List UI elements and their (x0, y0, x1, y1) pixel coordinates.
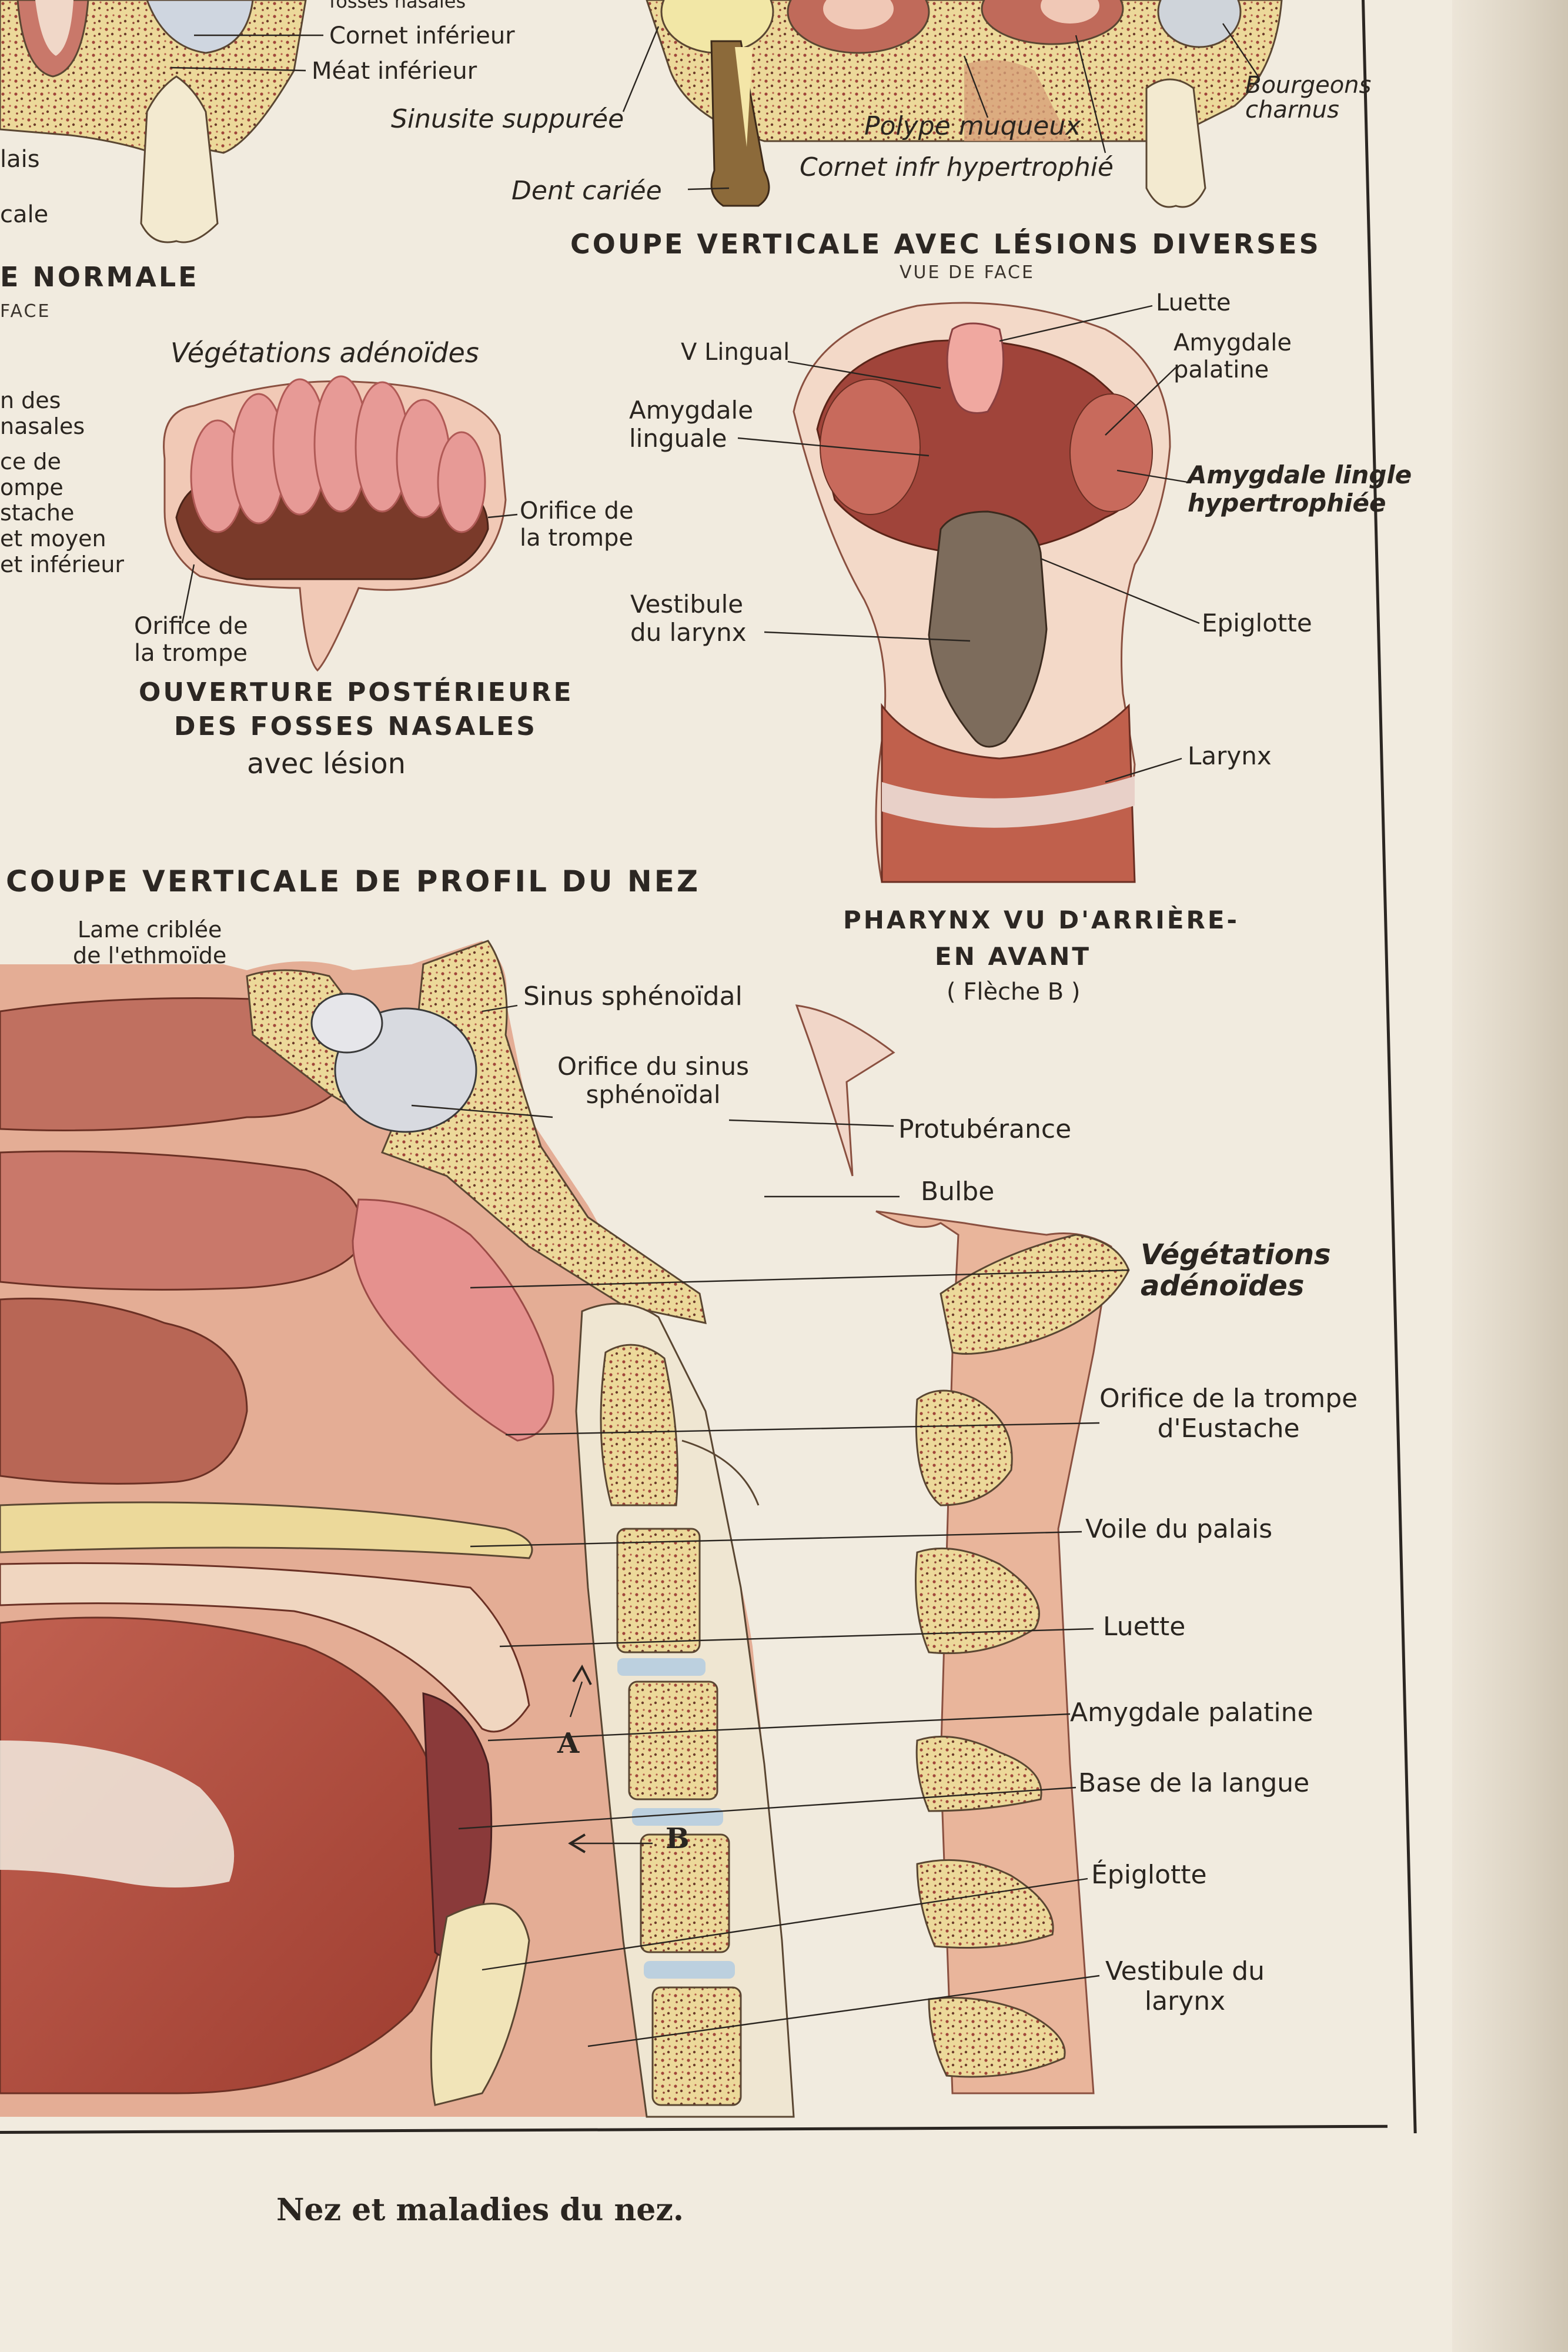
section-title-normal: E NORMALE (0, 261, 199, 293)
label-vegetations-adenoides-profile: Végétations adénoïdes (1141, 1238, 1331, 1302)
pharynx-caption-line2: EN AVANT (935, 942, 1092, 971)
label-amygdale-lingle-hypertrophiee: Amygdale lingle hypertrophiée (1188, 460, 1412, 518)
label-luette-profile: Luette (1103, 1612, 1186, 1642)
section-title-lesions: COUPE VERTICALE AVEC LÉSIONS DIVERSES (570, 228, 1321, 260)
label-orifice-trompe-left: Orifice de la trompe (134, 613, 248, 667)
label-orifice-trompe-eustache: Orifice de la trompe d'Eustache (1099, 1384, 1358, 1444)
adenoids-caption-line3: avec lésion (247, 747, 406, 780)
label-amygdale-linguale: Amygdale linguale (629, 396, 754, 453)
label-luette-pharynx: Luette (1156, 289, 1231, 316)
label-cale-partial: cale (0, 201, 49, 228)
label-voile-du-palais: Voile du palais (1085, 1514, 1273, 1544)
label-dent-cariee: Dent cariée (511, 176, 662, 206)
section-subtitle-lesions: VUE DE FACE (900, 262, 1035, 283)
arrow-label-a: A (557, 1727, 580, 1760)
label-lais-partial: lais (0, 146, 40, 173)
label-amygdale-palatine-pharynx: Amygdale palatine (1174, 329, 1292, 383)
label-vestibule-larynx-profile: Vestibule du larynx (1105, 1956, 1265, 2016)
label-polype-muqueux: Polype muqueux (864, 111, 1081, 141)
adenoids-drawing (163, 375, 507, 672)
adenoids-caption-line2: DES FOSSES NASALES (174, 711, 537, 741)
page-edge-shadow (1452, 0, 1568, 2352)
label-protuberance: Protubérance (898, 1114, 1072, 1144)
label-orifice-trompe-right: Orifice de la trompe (520, 497, 634, 552)
section-subtitle-normal: FACE (0, 301, 51, 322)
label-sinusite-suppuree: Sinusite suppurée (391, 104, 624, 134)
label-fosses-nasales: fosses nasales (329, 0, 466, 12)
label-bulbe: Bulbe (921, 1177, 995, 1207)
label-left-partial-2: ce de ompe stache et moyen et inférieur (0, 449, 125, 577)
label-amygdale-palatine-profile: Amygdale palatine (1070, 1698, 1313, 1728)
label-lame-criblee: Lame criblée de l'ethmoïde (73, 917, 227, 968)
label-vegetations-adenoides-top: Végétations adénoïdes (170, 337, 479, 369)
label-bourgeons-charnus: Bourgeons charnus (1245, 72, 1372, 123)
leader-lines (170, 23, 1259, 2047)
arrow-label-b: B (666, 1822, 690, 1855)
label-base-de-la-langue: Base de la langue (1078, 1768, 1310, 1798)
label-cornet-inferieur: Cornet inférieur (329, 22, 515, 49)
label-meat-inferieur: Méat inférieur (312, 58, 477, 85)
label-epiglotte-profile: Épiglotte (1091, 1860, 1207, 1890)
label-sinus-sphenoidal: Sinus sphénoïdal (523, 981, 743, 1011)
adenoids-caption-line1: OUVERTURE POSTÉRIEURE (139, 677, 574, 707)
label-vestibule-larynx-pharynx: Vestibule du larynx (630, 590, 747, 647)
label-orifice-sinus-sphenoidal: Orifice du sinus sphénoïdal (557, 1052, 750, 1110)
label-epiglotte-pharynx: Epiglotte (1202, 609, 1312, 637)
pharynx-caption-line1: PHARYNX VU D'ARRIÈRE- (843, 906, 1239, 934)
lesions-frontal-section (646, 0, 1283, 208)
pharynx-caption-line3: ( Flèche B ) (947, 978, 1081, 1005)
section-title-profile: COUPE VERTICALE DE PROFIL DU NEZ (6, 864, 701, 898)
label-v-lingual: V Lingual (681, 339, 790, 366)
label-left-partial-1: n des nasales (0, 387, 85, 439)
label-larynx: Larynx (1188, 741, 1272, 770)
pharynx-drawing (793, 302, 1171, 883)
sagittal-profile-drawing (0, 940, 1130, 2118)
label-cornet-hypertrophie: Cornet infr hypertrophié (800, 152, 1114, 182)
plate-caption: Nez et maladies du nez. (276, 2192, 684, 2228)
normal-frontal-section (0, 0, 307, 243)
